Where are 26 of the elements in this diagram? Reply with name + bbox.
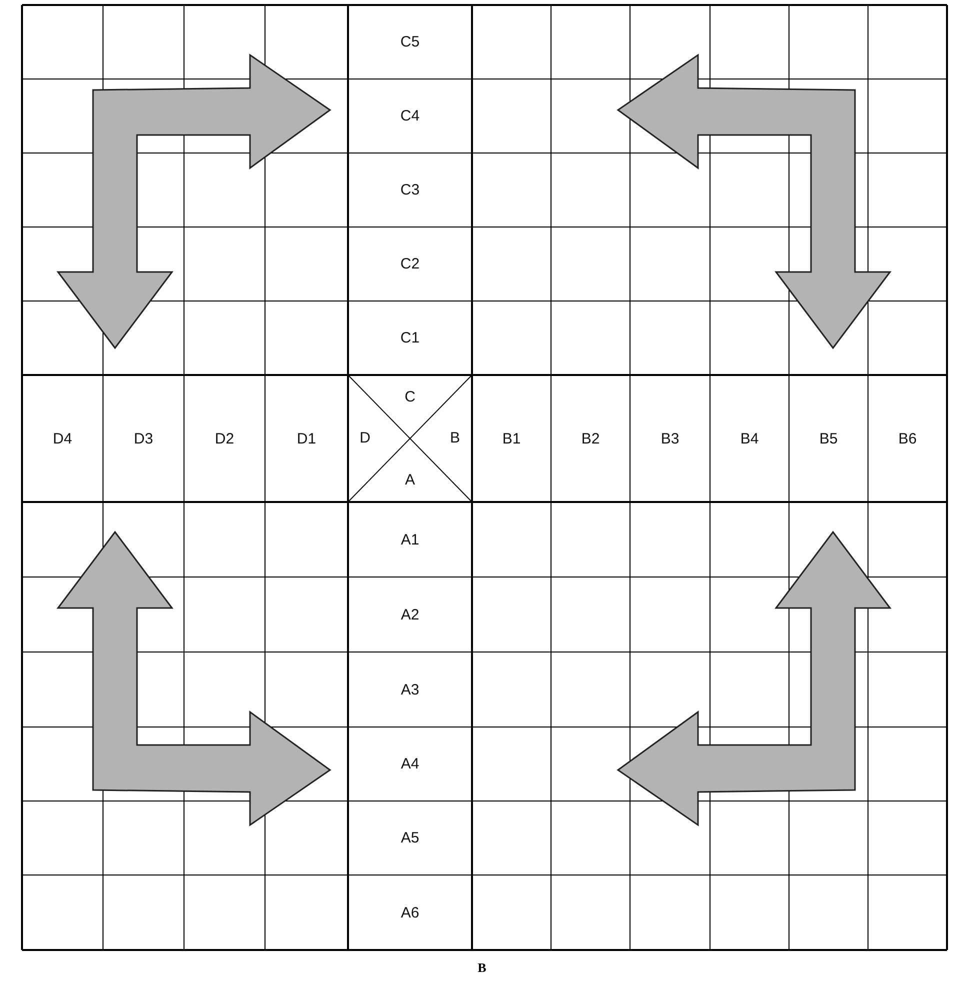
quadrant-label: B — [450, 430, 460, 446]
cell-label: A4 — [400, 756, 420, 772]
cell-label: B4 — [740, 430, 759, 447]
cell-label: A1 — [400, 531, 420, 548]
cell-label: B3 — [660, 430, 680, 447]
cell-label: D4 — [52, 430, 72, 447]
cell-label: B5 — [819, 430, 838, 447]
cell-label: C3 — [400, 182, 420, 198]
cell-label: A6 — [400, 904, 420, 921]
caption: B — [478, 960, 486, 976]
cell-label: A3 — [400, 681, 420, 698]
cell-label: B2 — [581, 430, 600, 447]
cell-label: D3 — [134, 430, 154, 447]
quadrant-label: C — [404, 388, 416, 406]
cell-label: A2 — [400, 606, 420, 623]
cell-label: B1 — [502, 430, 521, 447]
cell-label: C1 — [400, 330, 420, 346]
cell-label: C2 — [400, 256, 420, 272]
cell-label: A5 — [400, 830, 420, 846]
cell-label: B6 — [898, 430, 917, 447]
cell-label: C5 — [400, 34, 420, 50]
quadrant-label: D — [360, 430, 370, 446]
cell-label: D1 — [296, 430, 316, 447]
quadrant-label: A — [405, 472, 415, 488]
cell-label: D2 — [214, 430, 234, 447]
cell-label: C4 — [400, 108, 420, 124]
